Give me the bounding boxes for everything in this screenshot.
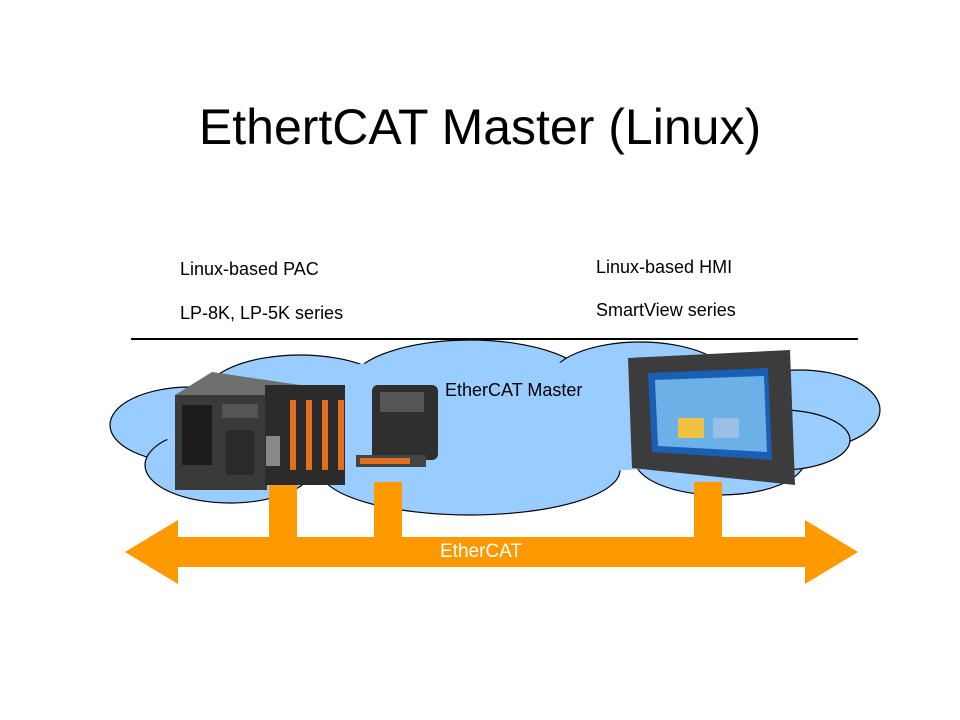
- hmi-device-image: [628, 350, 795, 485]
- pac-label-line1: Linux-based PAC: [180, 259, 319, 279]
- pac-label-line2: LP-8K, LP-5K series: [180, 303, 344, 323]
- ethercat-bus-label: EtherCAT: [440, 541, 523, 562]
- pac-connector: [269, 482, 297, 540]
- ethercat-bus-arrow: [125, 520, 858, 584]
- hmi-connector: [694, 482, 722, 540]
- pac-small-connector: [374, 482, 402, 540]
- pac-small-device-image: [356, 385, 438, 467]
- ethercat-master-label: EtherCAT Master: [445, 380, 583, 400]
- divider-line: [131, 338, 858, 340]
- hmi-label-line2: SmartView series: [596, 300, 736, 320]
- pac-device-image: [175, 372, 345, 490]
- page-title: EthertCAT Master (Linux): [198, 99, 762, 155]
- hmi-label-line1: Linux-based HMI: [596, 257, 733, 277]
